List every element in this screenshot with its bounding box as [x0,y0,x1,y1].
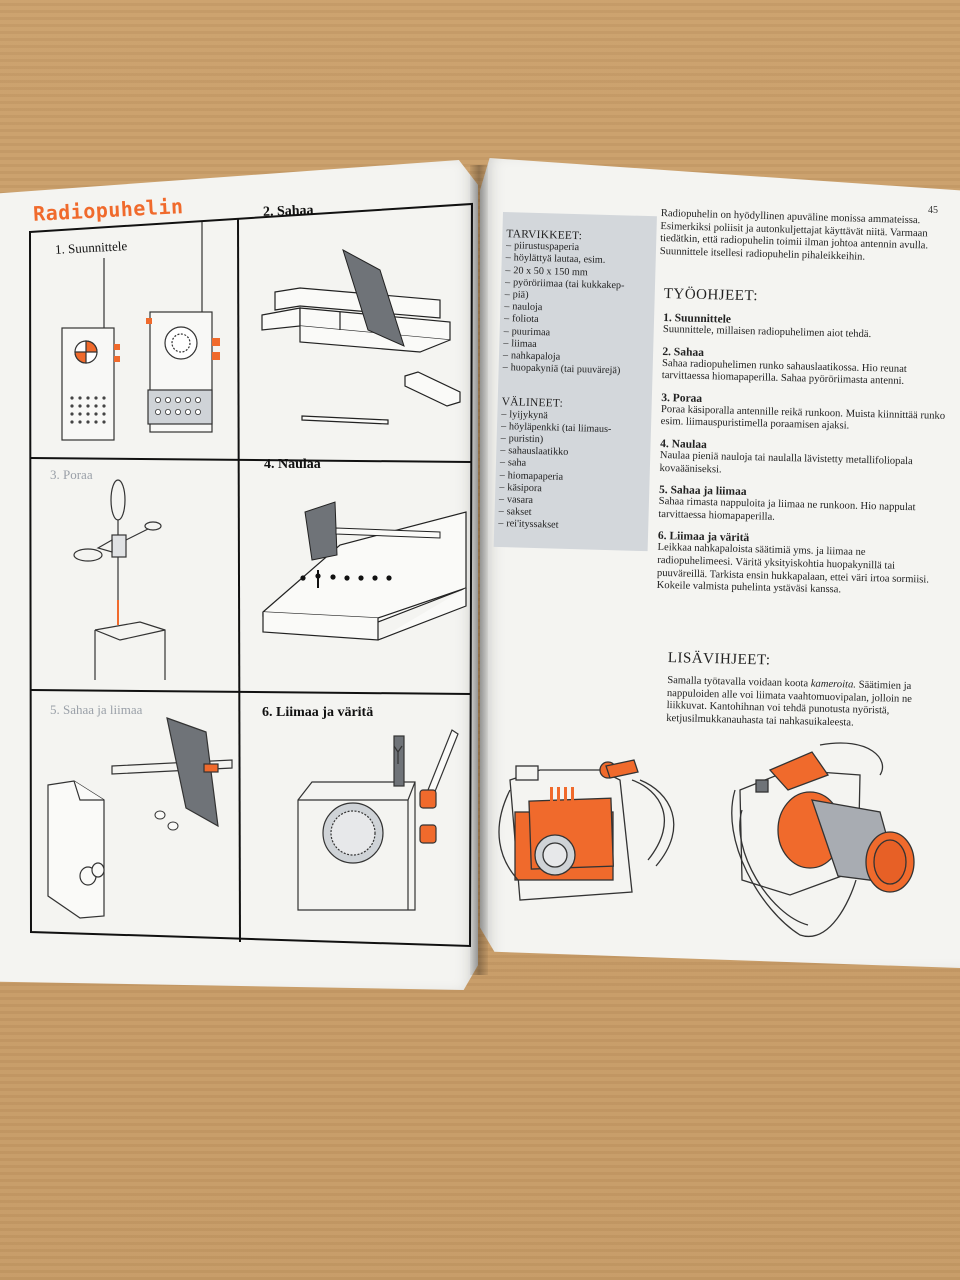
panel-label-4: 4. Naulaa [264,457,321,472]
tools-item: rei'ityssakset [498,518,642,534]
radio-finished-icon [146,222,220,433]
grid-row-divider-2 [30,689,472,695]
tips-text: Samalla työtavalla voidaan koota kameroi… [666,675,949,732]
wood-block-icon [404,371,461,407]
materials-box: TARVIKKEET: piirustuspaperia höylättyä l… [493,212,657,552]
intro-paragraph: Radiopuhelin on hyödyllinen apuväline mo… [659,208,929,263]
grid-outer-frame [28,202,474,948]
radio-body-side-icon [47,780,105,919]
hand-drill-icon [73,479,162,625]
panel-label-6: 6. Liimaa ja väritä [262,705,374,720]
knob-pieces-icon [154,810,179,831]
miter-box-icon [261,287,451,353]
panel-label-3: 3. Poraa [50,467,93,482]
radio-assembly-icon [297,729,459,911]
saw-and-dowel-icon [111,717,233,828]
tips-italic-word: kameroita. [810,678,857,691]
saw-blade-icon [342,248,405,347]
panel-label-5: 5. Sahaa ja liimaa [50,702,143,717]
grid-vertical-divider [237,217,241,943]
book-spine [470,165,488,975]
nail-dots-icon [300,570,392,588]
radio-sketch-icon [61,258,120,441]
instructions-section: TYÖOHJEET: 1. Suunnittele Suunnittele, m… [657,286,949,600]
camera-illustration-2 [731,742,915,938]
step-text: Leikkaa nahkapaloista säätimiä yms. ja l… [656,542,930,596]
camera-illustration-1 [498,759,675,901]
materials-item: huopakyniä (tai puuvärejä) [502,362,646,378]
panel-label-2: 2. Sahaa [262,203,314,220]
dowel-rod-icon [301,415,389,425]
wood-board-icon [262,511,467,641]
wood-post-icon [94,621,166,680]
page-number: 45 [928,205,938,216]
hammer-icon [304,501,441,561]
speaker-holes-icon [70,396,106,424]
tips-section: LISÄVIHJEET: Samalla työtavalla voidaan … [666,650,950,732]
grid-row-divider-1 [29,457,472,463]
